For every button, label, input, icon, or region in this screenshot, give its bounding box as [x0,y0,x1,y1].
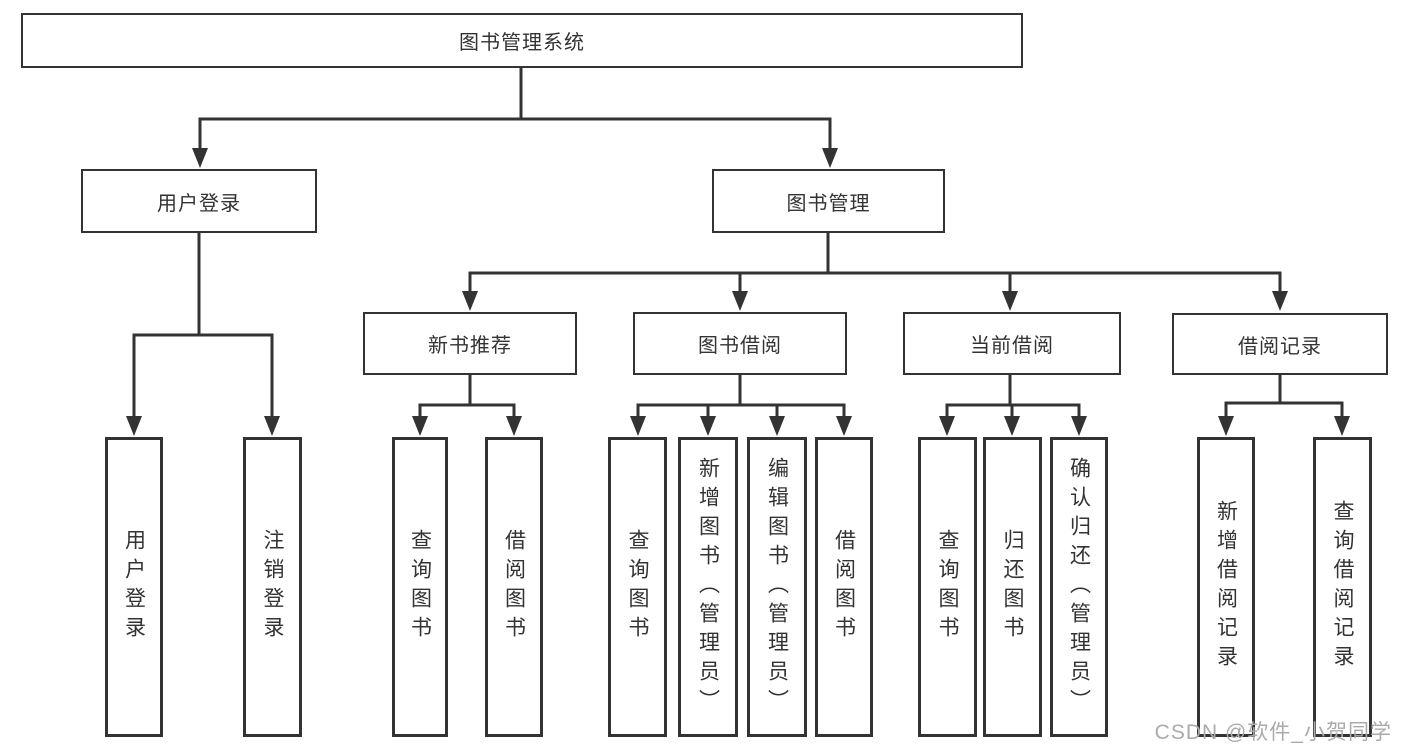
leaf-borrow-books-recommend: 借阅图书 [485,437,543,737]
connector-stems [132,68,1344,419]
watermark: CSDN @软件_小贺同学 [1154,721,1392,744]
node-book-management-system: 图书管理系统 [21,13,1023,68]
node-current-borrowing: 当前借阅 [903,312,1121,375]
node-book-borrowing: 图书借阅 [633,312,847,375]
leaf-user-login: 用户登录 [105,437,163,737]
leaf-query-borrow-record: 查询借阅记录 [1313,437,1372,737]
node-book-management: 图书管理 [712,169,945,233]
leaf-query-books-recommend: 查询图书 [392,437,448,737]
leaf-add-books-admin: 新增图书（管理员） [678,437,738,737]
node-borrowing-records: 借阅记录 [1172,313,1388,375]
leaf-edit-books-admin: 编辑图书（管理员） [747,437,807,737]
leaf-query-books-borrowing: 查询图书 [608,437,667,737]
leaf-query-books-current: 查询图书 [918,437,977,737]
node-user-login: 用户登录 [81,169,317,233]
leaf-borrow-books-borrowing: 借阅图书 [815,437,873,737]
leaf-add-borrow-record: 新增借阅记录 [1197,437,1255,737]
node-new-book-recommend: 新书推荐 [363,312,577,375]
leaf-logout-login: 注销登录 [243,437,302,737]
leaf-return-books: 归还图书 [983,437,1042,737]
leaf-confirm-return-admin: 确认归还（管理员） [1050,437,1108,737]
arrowheads [126,148,1350,436]
